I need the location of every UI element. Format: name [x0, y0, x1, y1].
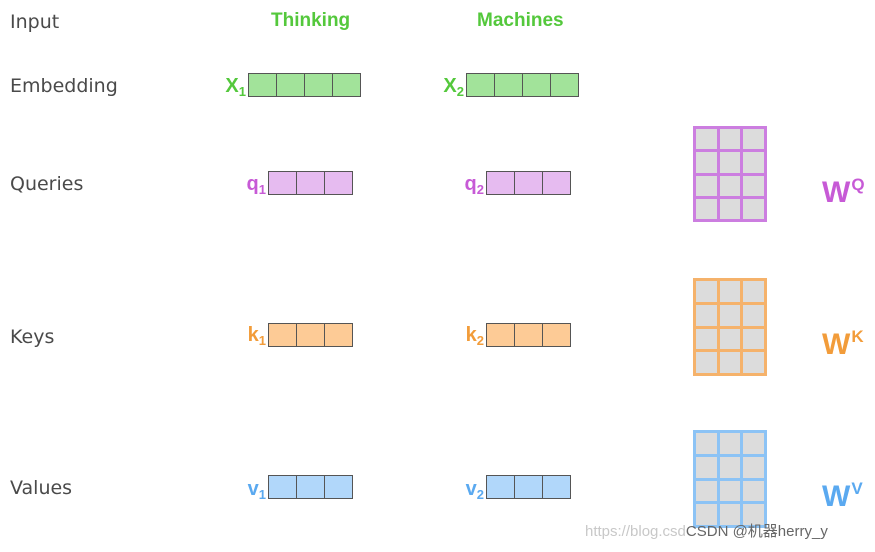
weight-label-wq: WQ: [822, 175, 865, 209]
vector-cell: [296, 475, 325, 499]
vector-label-k1: k1: [247, 324, 266, 348]
matrix-cell: [696, 152, 717, 173]
matrix-cell: [696, 504, 717, 525]
vector-cell: [486, 475, 515, 499]
matrix-cell: [719, 504, 741, 525]
input-word-thinking: Thinking: [271, 10, 351, 31]
matrix-cell: [696, 433, 717, 454]
row-label-keys: Keys: [10, 326, 55, 348]
row-label-embedding: Embedding: [10, 75, 118, 97]
vector-cell: [324, 171, 353, 195]
matrix-cell: [696, 281, 717, 302]
vector-cell: [332, 73, 361, 97]
row-label-values: Values: [10, 477, 73, 499]
matrix-cell: [743, 352, 764, 373]
vector-cell: [296, 323, 325, 347]
embedding-vector-x1: [248, 73, 361, 97]
vector-label-v1: v1: [247, 478, 266, 502]
vector-cell: [522, 73, 551, 97]
matrix-cell: [719, 304, 741, 326]
vector-label-x2: X2: [443, 75, 464, 99]
input-word-machines: Machines: [477, 10, 564, 31]
row-label-input: Input: [10, 11, 60, 33]
matrix-cell: [696, 328, 717, 350]
vector-cell: [248, 73, 277, 97]
vector-label-v2: v2: [465, 478, 484, 502]
matrix-cell: [696, 480, 717, 502]
vector-cell: [542, 171, 571, 195]
vector-label-x1: X1: [225, 75, 246, 99]
weight-matrix-wq: [693, 126, 767, 222]
vector-cell: [542, 475, 571, 499]
vector-cell: [514, 171, 543, 195]
query-vector-q1: [268, 171, 353, 195]
watermark: https://blog.csdCSDN @机器herry_y: [585, 522, 828, 542]
vector-cell: [324, 475, 353, 499]
watermark-brand: CSDN @机器herry_y: [685, 523, 828, 540]
matrix-cell: [696, 304, 717, 326]
matrix-cell: [719, 129, 741, 150]
matrix-cell: [743, 152, 764, 173]
vector-label-k2: k2: [465, 324, 484, 348]
matrix-cell: [719, 281, 741, 302]
matrix-cell: [696, 129, 717, 150]
matrix-cell: [743, 198, 764, 219]
matrix-cell: [696, 175, 717, 196]
matrix-cell: [719, 480, 741, 502]
vector-cell: [514, 475, 543, 499]
matrix-cell: [743, 504, 764, 525]
matrix-cell: [743, 328, 764, 350]
matrix-cell: [696, 456, 717, 478]
matrix-cell: [719, 433, 741, 454]
vector-cell: [296, 171, 325, 195]
vector-cell: [324, 323, 353, 347]
row-label-queries: Queries: [10, 173, 84, 195]
matrix-cell: [743, 304, 764, 326]
vector-cell: [304, 73, 333, 97]
key-vector-k2: [486, 323, 571, 347]
matrix-cell: [719, 352, 741, 373]
vector-cell: [514, 323, 543, 347]
vector-cell: [268, 475, 297, 499]
matrix-cell: [743, 480, 764, 502]
vector-cell: [486, 171, 515, 195]
query-vector-q2: [486, 171, 571, 195]
vector-cell: [276, 73, 305, 97]
embedding-vector-x2: [466, 73, 579, 97]
vector-label-q1: q1: [246, 173, 266, 197]
value-vector-v1: [268, 475, 353, 499]
matrix-cell: [719, 175, 741, 196]
weight-label-wk: WK: [822, 327, 864, 361]
matrix-cell: [719, 328, 741, 350]
matrix-cell: [719, 198, 741, 219]
matrix-cell: [696, 198, 717, 219]
value-vector-v2: [486, 475, 571, 499]
vector-cell: [466, 73, 495, 97]
matrix-cell: [743, 281, 764, 302]
matrix-cell: [743, 456, 764, 478]
watermark-url: https://blog.csd: [585, 523, 686, 540]
vector-cell: [268, 171, 297, 195]
vector-label-q2: q2: [464, 173, 484, 197]
key-vector-k1: [268, 323, 353, 347]
vector-cell: [542, 323, 571, 347]
vector-cell: [550, 73, 579, 97]
matrix-cell: [696, 352, 717, 373]
matrix-cell: [743, 433, 764, 454]
matrix-cell: [719, 456, 741, 478]
vector-cell: [494, 73, 523, 97]
weight-matrix-wk: [693, 278, 767, 376]
vector-cell: [268, 323, 297, 347]
matrix-cell: [743, 175, 764, 196]
matrix-cell: [719, 152, 741, 173]
vector-cell: [486, 323, 515, 347]
weight-label-wv: WV: [822, 479, 863, 513]
matrix-cell: [743, 129, 764, 150]
weight-matrix-wv: [693, 430, 767, 528]
